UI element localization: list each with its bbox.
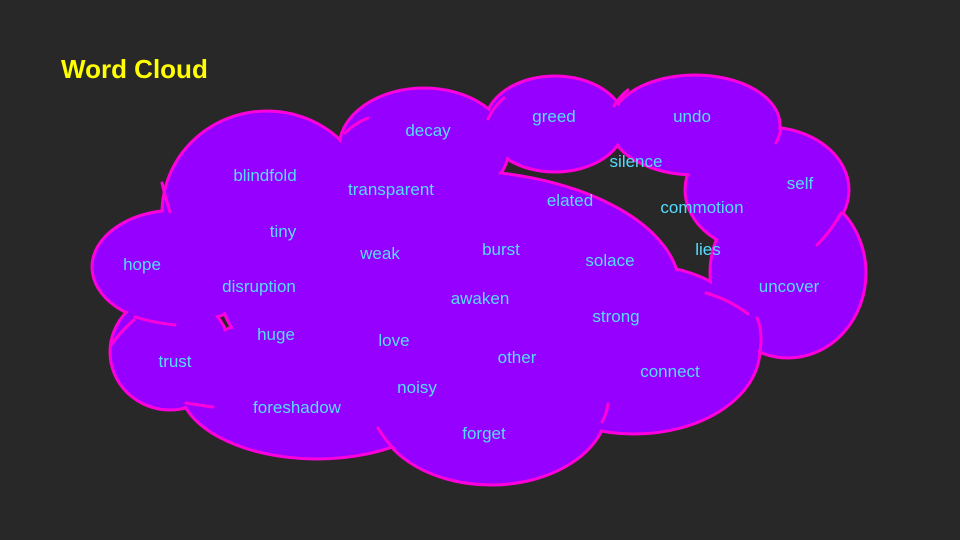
cloud-bump-arc — [184, 401, 215, 409]
word-forget: forget — [462, 424, 506, 443]
word-connect: connect — [640, 362, 700, 381]
cloud-bump-arc — [815, 211, 843, 247]
word-weak: weak — [360, 244, 400, 263]
word-foreshadow: foreshadow — [253, 398, 341, 417]
cloud-bump-arc — [343, 116, 370, 135]
word-elated: elated — [546, 191, 594, 210]
word-uncover: uncover — [758, 277, 820, 296]
word-commotion: commotion — [660, 198, 744, 217]
word-disruption: disruption — [222, 277, 296, 296]
word-trust: trust — [158, 352, 192, 371]
cloud-bump-arc — [376, 426, 397, 452]
cloud-bump-arc — [600, 402, 610, 424]
word-transparent: transparent — [348, 180, 434, 199]
cloud-lobe-fill — [222, 172, 678, 408]
word-burst: burst — [482, 240, 520, 259]
cloud-bump-arc — [774, 126, 783, 145]
cloud-bump-arc — [109, 318, 136, 347]
word-awaken: awaken — [450, 289, 510, 308]
cloud-bump-arc — [486, 96, 506, 121]
word-hope: hope — [123, 255, 161, 274]
word-decay: decay — [405, 121, 451, 140]
cloud-lobe-fill — [94, 212, 260, 322]
cloud-lobe-fill — [487, 78, 623, 170]
word-noisy: noisy — [397, 378, 437, 397]
word-huge: huge — [257, 325, 295, 344]
word-blindfold: blindfold — [233, 166, 297, 185]
word-solace: solace — [585, 251, 635, 270]
cloud-bump-arc — [612, 88, 630, 108]
word-love: love — [378, 331, 410, 350]
word-self: self — [786, 174, 814, 193]
word-lies: lies — [695, 240, 721, 259]
slide-title: Word Cloud — [61, 54, 208, 84]
word-greed: greed — [532, 107, 576, 126]
word-tiny: tiny — [269, 222, 297, 241]
word-silence: silence — [609, 152, 663, 171]
word-other: other — [497, 348, 537, 367]
cloud-bump-arc — [755, 316, 763, 355]
cloud-bump-arc — [704, 291, 750, 316]
word-undo: undo — [673, 107, 711, 126]
cloud-lobe-fill — [612, 77, 778, 173]
word-strong: strong — [592, 307, 640, 326]
cloud-bump-arc — [160, 181, 172, 214]
cloud-bump-arc — [133, 315, 177, 327]
